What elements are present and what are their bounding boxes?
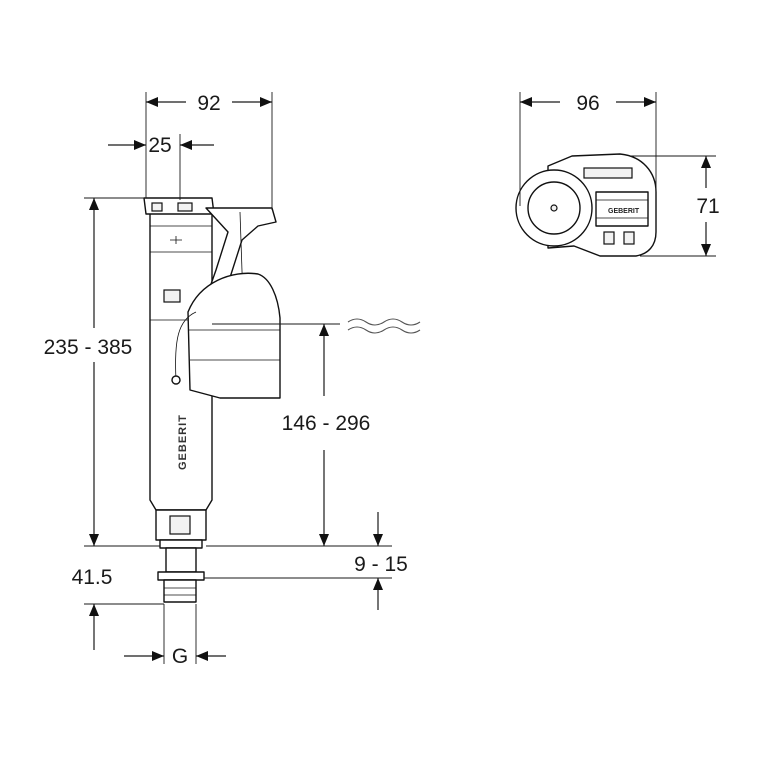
dimensions-front: 92 25 235 - 385 146 - 296 9 - 15 [44, 92, 408, 668]
arrow-thread-top [89, 604, 99, 616]
arrow-float-bottom [319, 534, 329, 546]
dim-label-71: 71 [696, 195, 719, 218]
water-level-wave [347, 318, 421, 326]
arrow-71-top [701, 156, 711, 168]
dim-label-92: 92 [197, 92, 220, 115]
dim-label-g: G [172, 645, 188, 668]
head-slot-left [151, 202, 163, 212]
head-mark [170, 236, 182, 244]
top-view-logo: GEBERIT [608, 208, 640, 215]
float-chamber [187, 272, 281, 399]
top-view-clip-1 [603, 231, 615, 245]
arrow-25-left [134, 140, 146, 150]
body-window [163, 289, 181, 303]
float-wire [175, 311, 197, 381]
wire-clip [171, 375, 181, 385]
shank-nut [159, 539, 203, 549]
body-logo: GEBERIT [177, 414, 189, 470]
coupling-window [169, 515, 191, 535]
dim-label-25: 25 [148, 134, 171, 157]
top-view-clip-2 [623, 231, 635, 245]
fill-valve-front-view: GEBERIT [143, 197, 281, 603]
arrow-g-left [152, 651, 164, 661]
dimensions-top: 96 71 [519, 92, 720, 257]
arrow-float-top [319, 324, 329, 336]
arrow-height-bottom [89, 534, 99, 546]
arrow-92-left [146, 97, 158, 107]
shank-thread [163, 579, 197, 603]
arrow-shank-bottom [373, 578, 383, 590]
top-view-center [550, 204, 558, 212]
dim-label-height: 235 - 385 [44, 336, 133, 359]
arrow-25-right [180, 140, 192, 150]
top-view-rail [583, 167, 633, 179]
dim-label-shank: 9 - 15 [354, 553, 408, 576]
dim-label-thread-length: 41.5 [72, 566, 113, 589]
top-view-lever-block [595, 191, 649, 227]
arrow-96-right [644, 97, 656, 107]
head-slot-right [177, 202, 193, 212]
arrow-g-right [196, 651, 208, 661]
dim-label-float: 146 - 296 [282, 412, 371, 435]
fill-valve-top-view: GEBERIT [515, 153, 657, 257]
arrow-shank-top [373, 534, 383, 546]
arrow-92-right [260, 97, 272, 107]
arrow-71-bottom [701, 244, 711, 256]
water-level-wave-2 [347, 326, 421, 334]
shank [165, 547, 197, 573]
arrow-96-left [520, 97, 532, 107]
shank-washer [157, 571, 205, 581]
arrow-height-top [89, 198, 99, 210]
dim-label-96: 96 [576, 92, 599, 115]
